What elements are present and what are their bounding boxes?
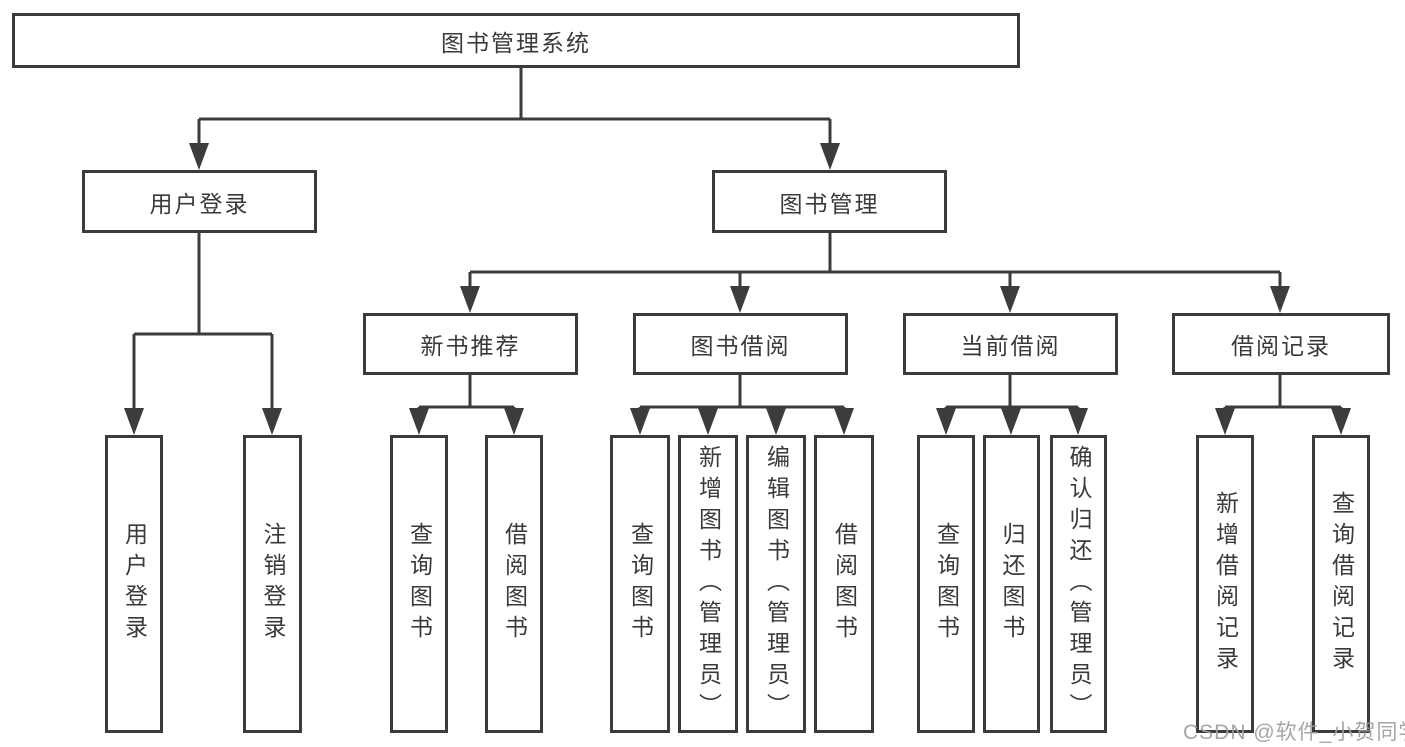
node-label: 新书推荐 bbox=[420, 333, 521, 359]
csdn-watermark: CSDN @软件_小贺同学 bbox=[1183, 721, 1405, 744]
leaf-bb-add-book: 新增图书（管理员） bbox=[678, 435, 738, 733]
leaf-logout-login: 注销登录 bbox=[243, 435, 302, 733]
leaf-br-add-record: 新增借阅记录 bbox=[1196, 435, 1254, 733]
node-label: 用户登录 bbox=[149, 190, 250, 217]
node-library-management-system: 图书管理系统 bbox=[12, 13, 1020, 68]
leaf-br-query-record: 查询借阅记录 bbox=[1312, 435, 1370, 733]
node-label: 图书管理 bbox=[779, 190, 880, 217]
leaf-label: 确认归还（管理员） bbox=[1066, 444, 1092, 724]
leaf-cb-confirm-return: 确认归还（管理员） bbox=[1050, 435, 1107, 733]
leaf-bb-borrow-book: 借阅图书 bbox=[814, 435, 874, 733]
node-label: 图书借阅 bbox=[690, 333, 791, 359]
node-book-borrow: 图书借阅 bbox=[633, 313, 848, 375]
leaf-nb-query-book: 查询图书 bbox=[390, 435, 448, 733]
leaf-label: 查询借阅记录 bbox=[1328, 491, 1355, 677]
leaf-user-login: 用户登录 bbox=[105, 435, 163, 733]
leaf-cb-return-book: 归还图书 bbox=[983, 435, 1040, 733]
node-new-book-recommend: 新书推荐 bbox=[363, 313, 578, 375]
leaf-cb-query-book: 查询图书 bbox=[917, 435, 975, 733]
leaf-label: 新增图书（管理员） bbox=[695, 444, 722, 724]
node-user-login: 用户登录 bbox=[82, 170, 317, 233]
node-book-management: 图书管理 bbox=[712, 170, 947, 233]
leaf-label: 新增借阅记录 bbox=[1212, 491, 1239, 677]
leaf-label: 查询图书 bbox=[933, 522, 960, 646]
leaf-label: 用户登录 bbox=[121, 522, 148, 646]
node-borrow-record: 借阅记录 bbox=[1172, 313, 1390, 375]
leaf-label: 归还图书 bbox=[999, 522, 1025, 646]
node-label: 当前借阅 bbox=[960, 333, 1061, 359]
node-current-borrow: 当前借阅 bbox=[903, 313, 1118, 375]
leaf-nb-borrow-book: 借阅图书 bbox=[485, 435, 543, 733]
leaf-bb-edit-book: 编辑图书（管理员） bbox=[746, 435, 806, 733]
leaf-label: 查询图书 bbox=[627, 522, 654, 646]
node-label: 图书管理系统 bbox=[441, 29, 591, 56]
leaf-label: 借阅图书 bbox=[501, 522, 528, 646]
node-label: 借阅记录 bbox=[1231, 333, 1331, 359]
arrowheads bbox=[124, 143, 1351, 435]
leaf-label: 编辑图书（管理员） bbox=[763, 444, 790, 724]
leaf-label: 借阅图书 bbox=[831, 522, 858, 646]
leaf-label: 注销登录 bbox=[260, 522, 286, 646]
leaf-bb-query-book: 查询图书 bbox=[610, 435, 670, 733]
leaf-label: 查询图书 bbox=[406, 522, 433, 646]
